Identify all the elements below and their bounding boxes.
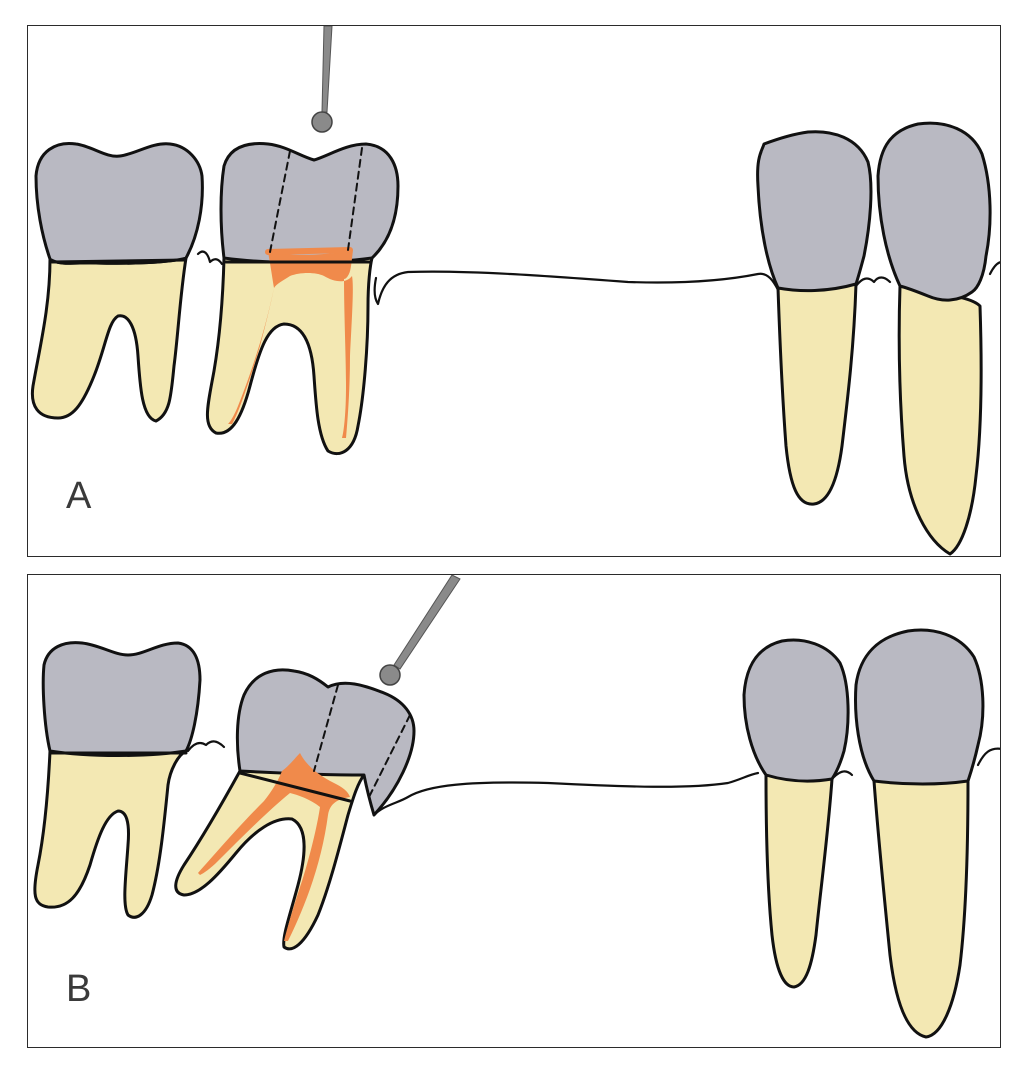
dental-probe-icon: [311, 26, 333, 133]
panel-a-illustration: [30, 26, 1000, 556]
canine-right-tooth: [876, 121, 992, 556]
panel-b-illustration: [33, 575, 1000, 1039]
panel-label-b: B: [66, 968, 92, 1010]
molar-left-tooth: [33, 641, 202, 919]
panel-a: A: [27, 25, 1001, 557]
dental-probe-icon: [379, 575, 461, 686]
molar-treated-tooth: [174, 668, 416, 951]
panel-label-a: A: [66, 475, 92, 517]
canine-right-tooth: [854, 628, 985, 1039]
molar-left-tooth: [30, 141, 204, 423]
premolar-right-tooth: [742, 638, 850, 989]
panel-b: B: [27, 574, 1001, 1048]
molar-treated-tooth: [205, 142, 400, 456]
premolar-right-tooth: [756, 130, 873, 506]
